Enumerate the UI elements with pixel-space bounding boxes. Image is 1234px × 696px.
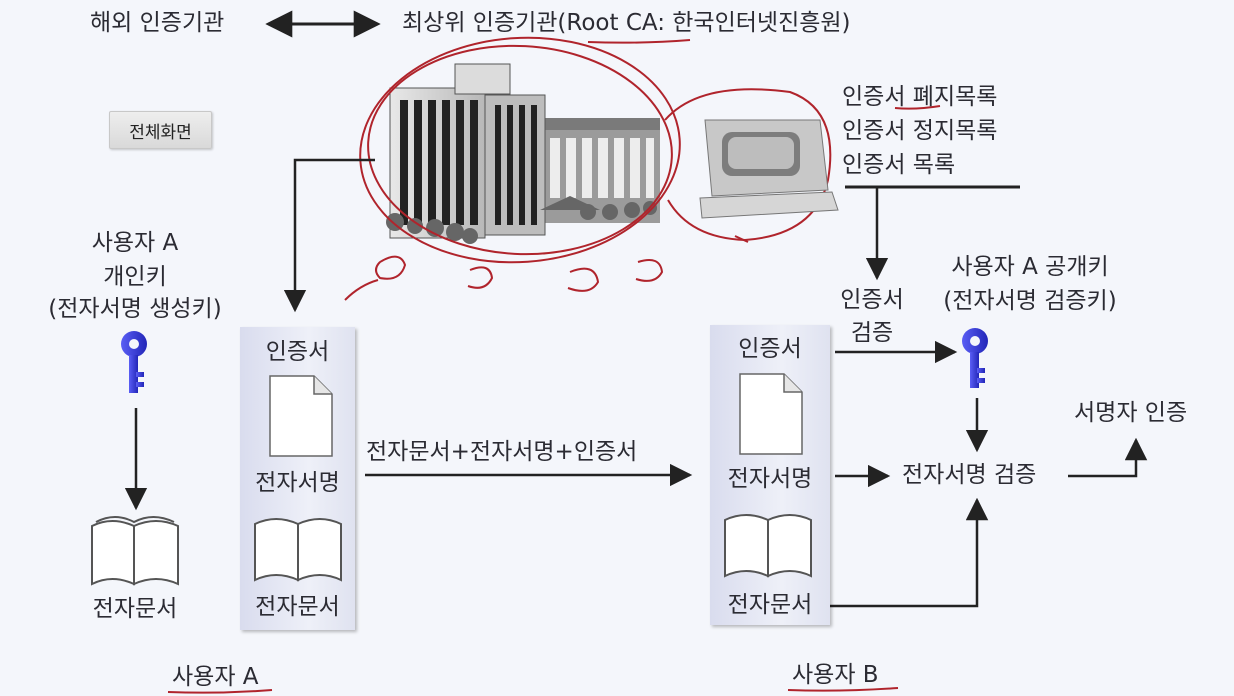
transfer-label: 전자문서+전자서명+인증서 <box>366 439 638 465</box>
computer-icon <box>699 119 839 219</box>
user-a-key-title: 사용자 A <box>91 230 179 256</box>
crl-underline <box>894 105 941 110</box>
user-b-card-signature: 전자서명 <box>727 466 813 492</box>
user-a-document-label: 전자문서 <box>92 596 178 622</box>
arrow-document-to-verify <box>830 497 989 608</box>
user-a-footer: 사용자 A <box>172 664 259 690</box>
certificate-list-label: 인증서 목록 <box>842 152 956 178</box>
cert-verify-label-2: 검증 <box>850 320 894 346</box>
crl-label: 인증서 폐지목록 <box>842 84 998 110</box>
user-b-underline <box>787 687 899 692</box>
user-a-card-document: 전자문서 <box>255 594 340 620</box>
user-a-card-signature: 전자서명 <box>255 470 340 496</box>
cert-verify-label-1: 인증서 <box>840 287 904 313</box>
user-a-key-type: 개인키 <box>103 264 167 290</box>
foreign-ca-label: 해외 인증기관 <box>90 10 225 36</box>
suspension-list-label: 인증서 정지목록 <box>842 118 998 144</box>
user-a-underline <box>167 689 273 694</box>
certificate-page-icon-a <box>269 375 333 457</box>
user-a-key-desc: (전자서명 생성키) <box>48 296 222 322</box>
user-a-card-certificate: 인증서 <box>265 339 330 365</box>
certificate-page-icon-b <box>739 373 803 455</box>
building-icon <box>386 63 660 244</box>
private-key-icon <box>121 331 147 393</box>
user-b-card-certificate: 인증서 <box>738 336 802 362</box>
user-b-card-document: 전자문서 <box>727 592 813 618</box>
document-book-icon-a <box>91 516 179 586</box>
public-key-desc: (전자서명 검증키) <box>943 288 1117 314</box>
signature-verify-label: 전자서명 검증 <box>902 462 1037 488</box>
document-book-icon-card-b <box>724 514 812 578</box>
document-book-icon-card-a <box>254 518 342 582</box>
user-b-footer: 사용자 B <box>792 662 879 688</box>
fullscreen-button[interactable]: 전체화면 <box>109 111 212 149</box>
hand-drawn-annotations <box>344 36 832 301</box>
root-ca-underline <box>587 39 691 44</box>
signer-auth-label: 서명자 인증 <box>1074 400 1188 426</box>
root-ca-label: 최상위 인증기관(Root CA: 한국인터넷진흥원) <box>402 10 851 36</box>
arrow-verify-to-signer <box>1068 437 1148 478</box>
public-key-title: 사용자 A 공개키 <box>951 254 1109 280</box>
arrow-ca-to-certificate <box>283 158 375 313</box>
public-key-icon <box>962 328 988 388</box>
